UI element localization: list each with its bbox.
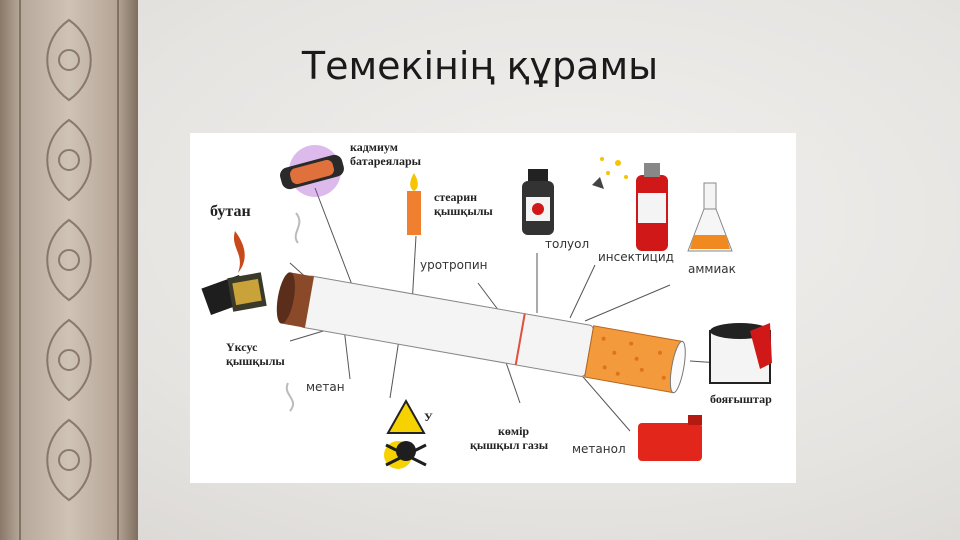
label-co-1: көмір (498, 424, 530, 438)
label-toluene: толуол (545, 237, 590, 251)
slide-title: Темекінің құрамы (301, 44, 659, 88)
fuel-can-icon (638, 415, 702, 461)
cigarette (276, 272, 686, 394)
label-poison: У (424, 410, 433, 424)
paint-can-icon (709, 323, 772, 384)
flask-icon (687, 182, 733, 252)
label-stearic-1: стеарин (434, 190, 478, 204)
toluene-bottle-icon (522, 169, 554, 235)
candle-icon (407, 173, 421, 235)
label-cadmium-2: батареялары (350, 154, 421, 168)
label-insecticide: инсектицид (598, 250, 674, 264)
label-co-2: қышқыл газы (470, 438, 549, 452)
cigarette-composition-diagram: кадмиум батареялары стеарин қышқылы бута… (190, 133, 796, 483)
spray-can-icon (592, 157, 668, 251)
label-paints: бояғыштар (710, 392, 772, 406)
label-ammonia: аммиак (688, 262, 736, 276)
ornamental-border (0, 0, 138, 540)
skull-icon (384, 398, 427, 469)
label-acetic-1: Үксус (226, 340, 258, 354)
lighter-icon (201, 231, 267, 315)
label-methanol: метанол (572, 442, 626, 456)
label-cadmium-1: кадмиум (350, 140, 398, 154)
label-stearic-2: қышқылы (434, 204, 493, 218)
label-butane: бутан (210, 203, 251, 220)
label-acetic-2: қышқылы (226, 354, 285, 368)
battery-icon (280, 145, 344, 197)
label-urotropin: уротропин (420, 258, 488, 272)
label-methane: метан (306, 380, 345, 394)
